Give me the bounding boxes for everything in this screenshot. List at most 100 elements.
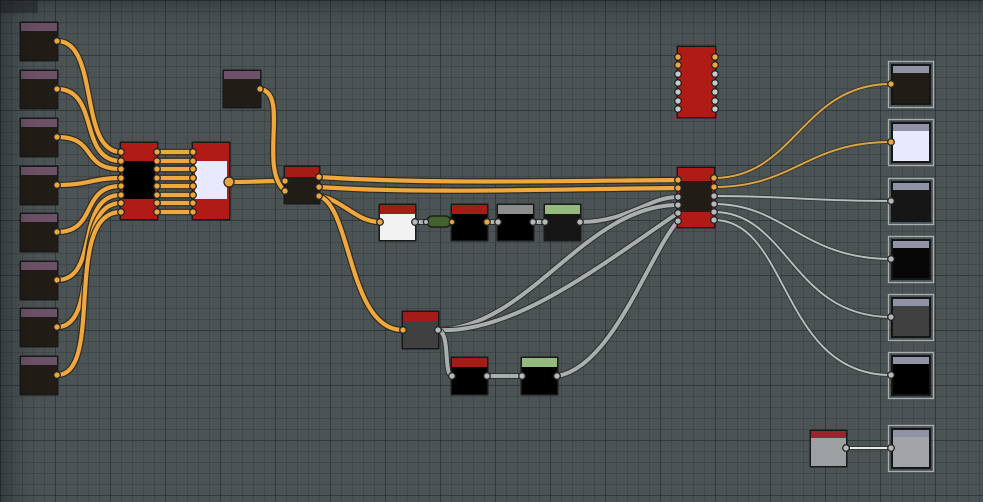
blend-node-port-1[interactable]	[281, 177, 289, 185]
generator-node-8[interactable]	[19, 355, 59, 396]
uniform-color-node[interactable]	[809, 429, 848, 468]
merge-node-left-port-4[interactable]	[117, 174, 125, 182]
merge-node-left-port-3[interactable]	[117, 165, 125, 173]
blend-node-port-5[interactable]	[315, 192, 323, 200]
wire-splitter-out4[interactable]	[712, 202, 893, 261]
wire-filter7-splitter[interactable]	[554, 218, 681, 379]
merge-node-right-port-5[interactable]	[189, 182, 197, 190]
merge-node-right-port-9[interactable]	[223, 176, 235, 188]
output-node-metallic-port-1[interactable]	[887, 255, 895, 263]
generator-node-3-port-1[interactable]	[53, 133, 61, 141]
blend-node-port-3[interactable]	[315, 173, 323, 181]
generator-node-2[interactable]	[19, 69, 59, 110]
wire-gen6-merge[interactable]	[53, 191, 125, 284]
filter-node-2[interactable]	[450, 203, 489, 242]
output-node-ao[interactable]	[887, 351, 935, 400]
generator-node-3[interactable]	[19, 117, 59, 158]
wire-blend-splitter-1[interactable]	[315, 173, 682, 185]
output-node-metallic[interactable]	[887, 235, 935, 284]
generator-node-6[interactable]	[19, 260, 59, 301]
merge-node-right-port-4[interactable]	[189, 174, 197, 182]
output-node-basecolor-port-1[interactable]	[887, 80, 895, 88]
merge-node-left-port-6[interactable]	[117, 191, 125, 199]
merge-node-left-port-1[interactable]	[117, 148, 125, 156]
merge-node-right-port-6[interactable]	[189, 191, 197, 199]
generator-node-1[interactable]	[19, 21, 59, 62]
material-node-port-2[interactable]	[674, 61, 682, 69]
wire-filter5-splitter-a[interactable]	[435, 202, 681, 333]
uniform-color-node-port-1[interactable]	[842, 444, 850, 452]
splitter-node-port-5[interactable]	[674, 209, 682, 217]
merge-node-left-port-14[interactable]	[153, 191, 161, 199]
merge-node-right-port-2[interactable]	[189, 157, 197, 165]
generator-node-5-port-1[interactable]	[53, 228, 61, 236]
merge-node-left-port-7[interactable]	[117, 199, 125, 207]
wire-gen4-merge[interactable]	[53, 174, 125, 189]
wire-gen1-merge[interactable]	[53, 37, 125, 156]
splitter-node-port-10[interactable]	[710, 200, 718, 208]
splitter-node-port-9[interactable]	[710, 192, 718, 200]
blend-node[interactable]	[283, 165, 321, 205]
output-node-roughness[interactable]	[887, 177, 935, 226]
filter-node-5[interactable]	[401, 310, 440, 350]
material-node-port-13[interactable]	[711, 97, 719, 105]
filter-node-7-port-2[interactable]	[553, 372, 561, 380]
filter-node-1[interactable]	[378, 203, 417, 242]
filter-node-7-port-1[interactable]	[518, 372, 526, 380]
splitter-node[interactable]	[676, 166, 716, 229]
filter-node-2-port-1[interactable]	[483, 218, 491, 226]
splitter-node-port-4[interactable]	[674, 201, 682, 209]
merge-node-left-port-10[interactable]	[153, 157, 161, 165]
filter-node-7[interactable]	[520, 356, 559, 396]
generator-node-2-port-1[interactable]	[53, 85, 61, 93]
wire-blend-filter5[interactable]	[315, 192, 407, 334]
splitter-node-port-7[interactable]	[710, 174, 718, 182]
merge-node-left-port-13[interactable]	[153, 182, 161, 190]
merge-node-left-port-16[interactable]	[153, 208, 161, 216]
merge-node-left-port-11[interactable]	[153, 165, 161, 173]
material-node-port-12[interactable]	[711, 88, 719, 96]
material-node-port-10[interactable]	[711, 70, 719, 78]
output-node-normal[interactable]	[887, 118, 935, 167]
dot-node-pill-port-1[interactable]	[422, 218, 430, 226]
wire-filter5-splitter-b[interactable]	[435, 210, 681, 334]
merge-node-right-port-7[interactable]	[189, 199, 197, 207]
output-node-roughness-port-1[interactable]	[887, 197, 895, 205]
splitter-node-port-12[interactable]	[710, 216, 718, 224]
splitter-node-port-1[interactable]	[674, 176, 682, 184]
wire-filter4-splitter[interactable]	[577, 194, 681, 225]
material-node-port-6[interactable]	[674, 97, 682, 105]
material-node-port-3[interactable]	[674, 70, 682, 78]
blend-node-port-4[interactable]	[315, 183, 323, 191]
wire-blend-splitter-2[interactable]	[315, 183, 682, 194]
wire-splitter-out5[interactable]	[712, 210, 893, 319]
splitter-node-port-11[interactable]	[710, 208, 718, 216]
filter-node-3-port-1[interactable]	[494, 218, 502, 226]
material-node-port-1[interactable]	[674, 53, 682, 61]
material-node-port-14[interactable]	[711, 105, 719, 113]
filter-node-6[interactable]	[450, 356, 489, 396]
material-node-port-9[interactable]	[711, 61, 719, 69]
dot-node-pill-port-2[interactable]	[448, 218, 456, 226]
filter-node-3[interactable]	[496, 203, 535, 242]
splitter-node-port-8[interactable]	[710, 183, 718, 191]
generator-node-4-port-1[interactable]	[53, 181, 61, 189]
filter-node-6-port-2[interactable]	[483, 372, 491, 380]
material-node-port-7[interactable]	[674, 105, 682, 113]
filter-node-5-port-2[interactable]	[434, 326, 442, 334]
merge-node-right-port-1[interactable]	[189, 148, 197, 156]
filter-node-3-port-2[interactable]	[529, 218, 537, 226]
output-node-extra[interactable]	[887, 424, 935, 473]
wire-gen8-merge[interactable]	[53, 208, 125, 379]
merge-node-left-port-15[interactable]	[153, 199, 161, 207]
output-node-ao-port-1[interactable]	[887, 371, 895, 379]
material-node-port-8[interactable]	[711, 53, 719, 61]
splitter-node-port-2[interactable]	[674, 184, 682, 192]
filter-node-4-port-2[interactable]	[576, 218, 584, 226]
wire-gen9-blend[interactable]	[256, 85, 289, 195]
material-node-port-4[interactable]	[674, 79, 682, 87]
wire-filter5-filter6[interactable]	[435, 327, 455, 379]
merge-node-right[interactable]	[191, 141, 231, 221]
filter-node-6-port-1[interactable]	[448, 372, 456, 380]
